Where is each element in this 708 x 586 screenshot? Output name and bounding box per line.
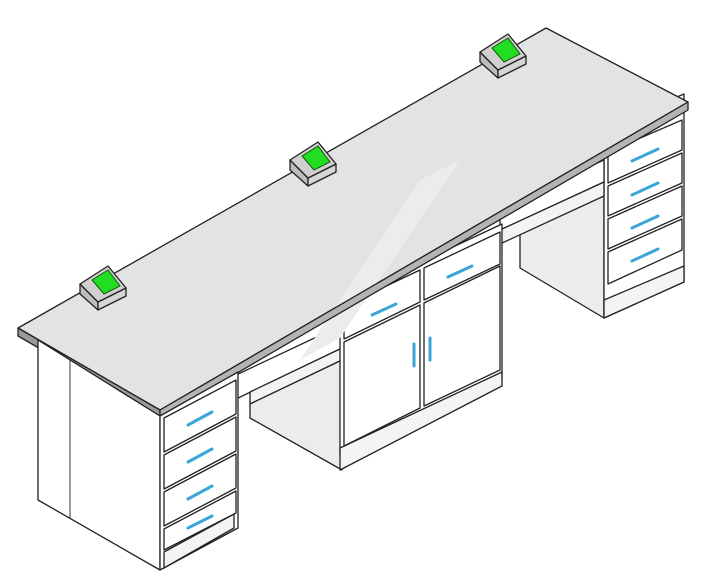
right-knee-apron <box>499 159 605 245</box>
left-drawer-1[interactable] <box>163 379 237 453</box>
center-door-left[interactable] <box>343 304 421 447</box>
left-drawer-4[interactable] <box>163 490 237 551</box>
center-cabinet-plinth <box>339 371 503 471</box>
right-drawer-2[interactable] <box>607 152 683 217</box>
right-drawer-cabinet <box>519 93 685 319</box>
outlet-middle-face <box>301 145 331 171</box>
outlet-left[interactable] <box>79 265 127 311</box>
outlet-middle[interactable] <box>289 141 337 187</box>
outlet-right[interactable] <box>479 33 527 79</box>
right-cabinet-plinth <box>603 265 685 319</box>
outlet-right-face <box>491 37 521 63</box>
right-drawer-3[interactable] <box>607 185 683 250</box>
right-drawer-1[interactable] <box>607 119 683 184</box>
left-drawer-3[interactable] <box>163 453 237 527</box>
left-drawer-2[interactable] <box>163 416 237 490</box>
outlet-left-face <box>91 269 121 295</box>
center-door-right[interactable] <box>423 265 501 407</box>
right-drawer-4[interactable] <box>607 218 683 285</box>
left-drawer-cabinet <box>37 339 239 571</box>
center-drawer-right[interactable] <box>423 231 501 301</box>
